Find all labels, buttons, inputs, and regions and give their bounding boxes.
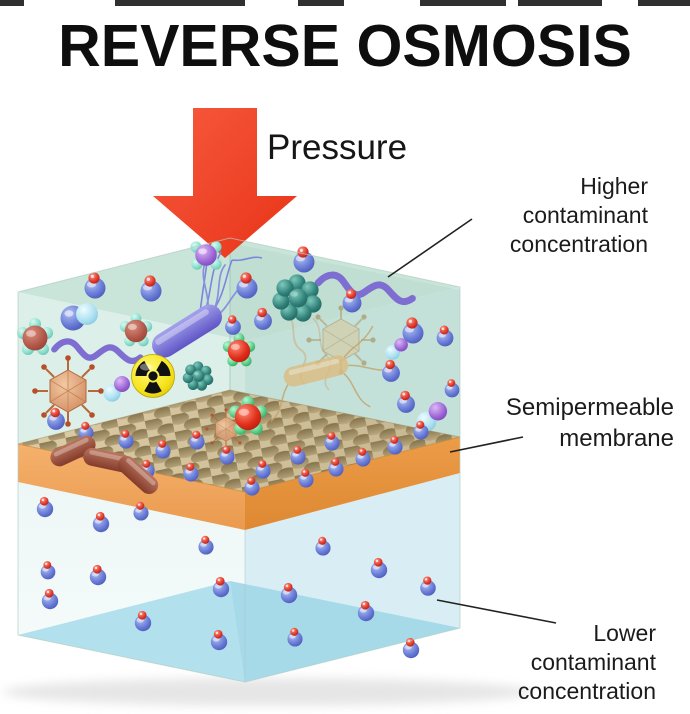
leader-lower [436, 599, 557, 624]
label-line: Higher [580, 173, 648, 199]
label-line: contaminant [522, 202, 648, 228]
pressure-label: Pressure [267, 128, 408, 167]
water-icon [293, 246, 315, 273]
membrane-front-left-edge [18, 444, 245, 530]
leader-lines [387, 218, 557, 624]
label-line: Lower [593, 620, 656, 646]
membrane-front-right-edge [245, 437, 460, 530]
label-line: concentration [517, 678, 656, 704]
label-line: membrane [559, 425, 674, 452]
label-semipermeable-membrane: Semipermeable membrane [506, 392, 674, 454]
cropped-text-artifact [0, 0, 690, 6]
cube-bottom-face-shade [230, 581, 460, 682]
virus-icon [31, 354, 105, 428]
label-line: contaminant [530, 649, 656, 675]
leader-membrane [449, 436, 524, 453]
label-line: Semipermeable [505, 394, 674, 421]
leader-higher [387, 218, 473, 278]
label-line: concentration [509, 231, 648, 257]
cube-bottom-face [18, 581, 460, 682]
label-higher-contaminant-concentration: Higher contaminant concentration [510, 172, 648, 259]
cube-outline [17, 237, 461, 683]
cube-shadow [3, 678, 533, 706]
page-title: REVERSE OSMOSIS [58, 13, 632, 79]
pressure-arrow [153, 108, 297, 258]
label-lower-contaminant-concentration: Lower contaminant concentration [518, 619, 656, 706]
